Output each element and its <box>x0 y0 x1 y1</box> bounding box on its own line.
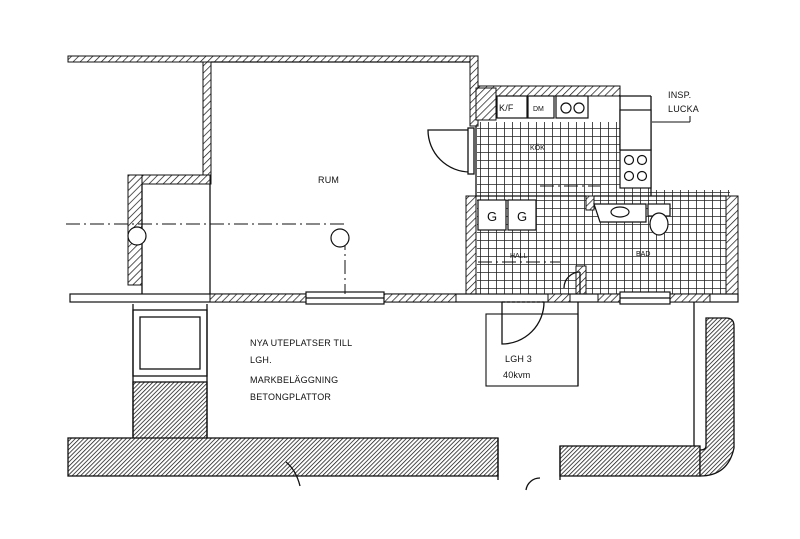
room-label-bad: BAD <box>636 251 650 258</box>
kitchen-fixtures <box>477 95 652 231</box>
room-labels: RUM KÖK HALL BAD K/F DM G G INSP. LUCKA … <box>250 90 699 402</box>
walls <box>67 55 739 303</box>
room-label-kok: KÖK <box>530 144 545 152</box>
note-insp-line2: LUCKA <box>668 104 699 114</box>
note-terrace-line3: MARKBELÄGGNING <box>250 375 338 385</box>
note-terrace-line2: LGH. <box>250 355 272 365</box>
room-label-rum: RUM <box>318 175 339 185</box>
room-outlines <box>141 61 726 294</box>
note-terrace-line1: NYA UTEPLATSER TILL <box>250 338 352 348</box>
doors <box>427 127 581 345</box>
bathroom-fixtures <box>593 203 671 236</box>
unit-name: LGH 3 <box>505 354 532 364</box>
windows <box>305 291 671 305</box>
note-terrace-line4: BETONGPLATTOR <box>250 392 331 402</box>
fixture-label-dm: DM <box>533 106 544 113</box>
fixture-label-kf: K/F <box>499 103 514 113</box>
terrace <box>67 302 735 491</box>
room-label-hall: HALL <box>510 253 528 260</box>
fixture-label-g1: G <box>487 209 497 224</box>
unit-area: 40kvm <box>503 370 531 380</box>
column-circles <box>127 226 350 248</box>
note-insp-line1: INSP. <box>668 90 691 100</box>
fixture-label-g2: G <box>517 209 527 224</box>
